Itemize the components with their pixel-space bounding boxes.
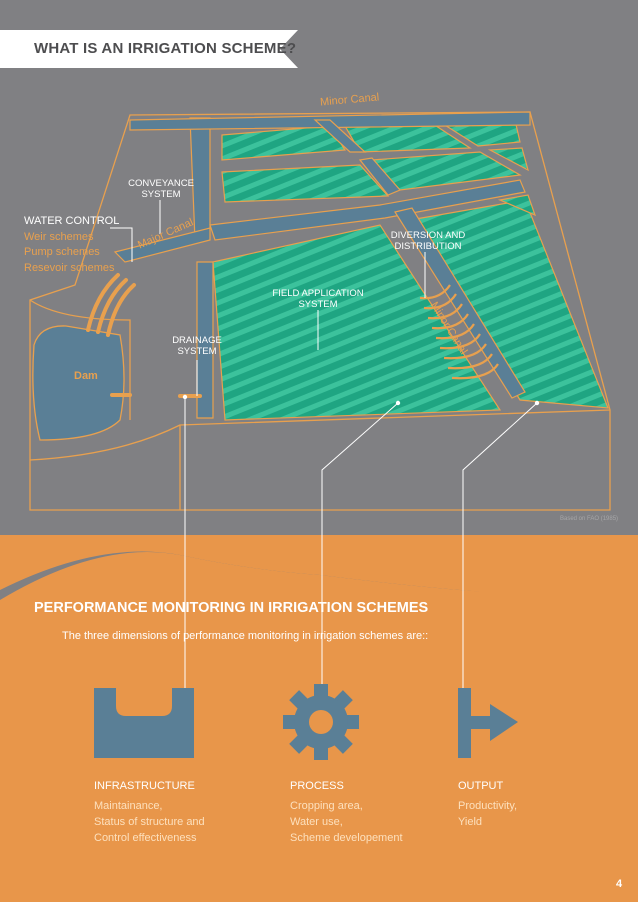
canals <box>113 111 531 419</box>
dam-label: Dam <box>74 370 98 382</box>
dimension-heading: PROCESS <box>290 780 344 792</box>
dimension-heading: OUTPUT <box>458 780 504 792</box>
dimension-output: OUTPUT Productivity, Yield <box>458 778 517 830</box>
dimension-line: Productivity, <box>458 800 518 812</box>
dimension-process: PROCESS Cropping area, Water use, Scheme… <box>290 778 403 846</box>
diversion-distribution-label: DIVERSION AND DISTRIBUTION <box>390 230 466 252</box>
drainage-system-label: DRAINAGE SYSTEM <box>172 335 222 357</box>
diversion-pipes <box>419 284 499 380</box>
water-control-block: WATER CONTROL Weir schemes Pump schemes … <box>24 214 119 276</box>
page-number: 4 <box>616 878 623 890</box>
dimension-line: Water use, <box>290 816 343 828</box>
water-control-item: Resevoir schemes <box>24 261 115 274</box>
callout-lines <box>110 200 538 700</box>
water-control-item: Weir schemes <box>24 230 94 243</box>
title-banner <box>0 30 298 68</box>
dimension-line: Scheme developement <box>290 832 403 844</box>
reservoir <box>32 325 125 441</box>
dimension-line: Status of structure and <box>94 816 205 828</box>
channel-icon <box>94 688 194 758</box>
section-subtitle: The three dimensions of performance moni… <box>62 630 429 642</box>
page-title: WHAT IS AN IRRIGATION SCHEME? <box>34 40 297 57</box>
dimension-heading: INFRASTRUCTURE <box>94 780 195 792</box>
source-credit: Based on FAO (1985) <box>560 516 619 522</box>
fields <box>212 119 609 421</box>
output-arrow-icon <box>458 688 518 758</box>
field-application-label: FIELD APPLICATION SYSTEM <box>272 288 364 310</box>
water-control-heading: WATER CONTROL <box>24 215 120 227</box>
dimension-line: Control effectiveness <box>94 832 197 844</box>
section-title: PERFORMANCE MONITORING IN IRRIGATION SCH… <box>34 600 429 616</box>
dimension-line: Maintainance, <box>94 800 163 812</box>
water-control-item: Pump schemes <box>24 246 100 258</box>
conveyance-system-label: CONVEYANCE SYSTEM <box>128 178 194 200</box>
dimension-line: Cropping area, <box>290 800 363 812</box>
dam-pipes <box>86 273 136 337</box>
dimension-line: Yield <box>458 816 483 828</box>
dimension-infrastructure: INFRASTRUCTURE Maintainance, Status of s… <box>94 778 205 846</box>
gear-icon <box>283 684 359 760</box>
